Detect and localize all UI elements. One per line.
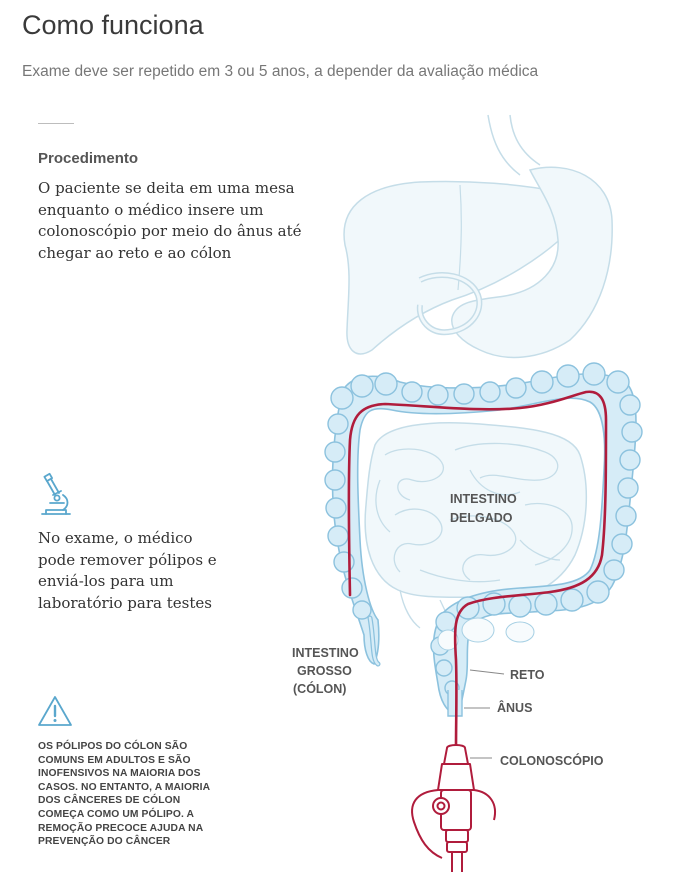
procedure-line: enquanto o médico insere um [38, 200, 264, 219]
liver [343, 180, 580, 355]
page-subtitle: Exame deve ser repetido em 3 ou 5 anos, … [22, 63, 539, 80]
procedure-line: O paciente se deita em uma mesa [38, 179, 295, 197]
rectum-leader [469, 669, 505, 675]
colonoscope-device [411, 744, 496, 872]
warning-line: INOFENSIVOS NA MAIORIA DOS [38, 768, 201, 780]
label-small-intestine-2: DELGADO [450, 511, 513, 525]
lab-note-line: pode remover pólipos e [38, 550, 217, 569]
label-anus: ÂNUS [497, 700, 532, 715]
esophagus [487, 114, 541, 176]
lab-note-line: laboratório para testes [38, 593, 212, 612]
warning-line: OS PÓLIPOS DO CÓLON SÃO [38, 741, 188, 752]
lab-note-line: No exame, o médico [38, 529, 193, 547]
small-intestine [364, 421, 588, 631]
label-rectum: RETO [510, 668, 545, 682]
warning-text: OS PÓLIPOS DO CÓLON SÃO COMUNS EM ADULTO… [38, 740, 228, 849]
microscope-icon [41, 472, 71, 515]
warning-line: COMEÇA COMO UM PÓLIPO. A [38, 808, 195, 820]
colonoscope-tube [347, 390, 608, 750]
lab-note-line: enviá-los para um [38, 572, 174, 590]
warning-line: CASOS. NO ENTANTO, A MAIORIA [38, 781, 211, 793]
procedure-line: chegar ao reto e ao cólon [38, 243, 232, 262]
label-large-intestine-1: INTESTINO [292, 646, 359, 660]
procedure-heading: Procedimento [38, 150, 139, 167]
label-small-intestine-1: INTESTINO [450, 492, 517, 506]
stomach [451, 166, 613, 359]
warning-icon [38, 696, 72, 726]
warning-line: COMUNS EM ADULTOS E SÃO [38, 754, 191, 766]
label-colonoscope: COLONOSCÓPIO [500, 753, 604, 768]
lab-note-text: No exame, o médico pode remover pólipos … [38, 528, 238, 614]
label-large-intestine-2: GROSSO [297, 664, 352, 678]
label-large-intestine-3: (CÓLON) [293, 681, 346, 696]
warning-line: DOS CÂNCERES DE CÓLON [38, 795, 181, 807]
page-title: Como funciona [22, 10, 204, 40]
warning-line: REMOÇÃO PRECOCE AJUDA NA [38, 822, 204, 834]
warning-line: PREVENÇÃO DO CÂNCER [38, 836, 171, 848]
procedure-text: O paciente se deita em uma mesa enquanto… [38, 178, 318, 264]
procedure-line: colonoscópio por meio do ânus até [38, 222, 302, 240]
divider [38, 123, 74, 124]
